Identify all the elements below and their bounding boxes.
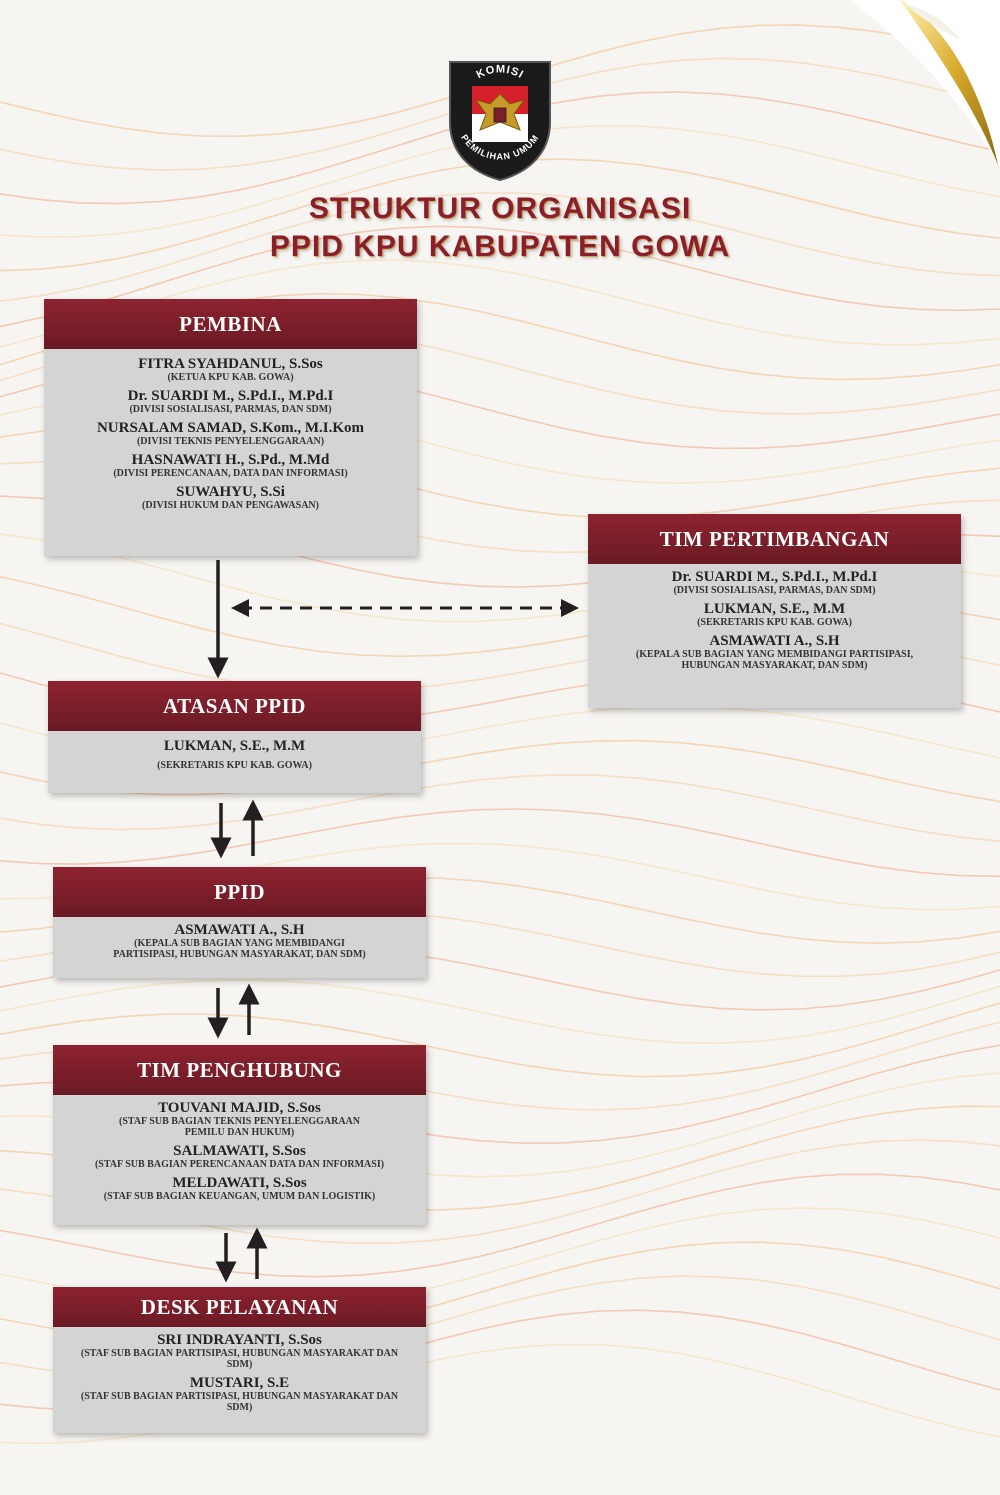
member-item: ASMAWATI A., S.H(KEPALA SUB BAGIAN YANG … <box>618 633 931 672</box>
kpu-logo-icon: KOMISI PEMILIHAN UMUM <box>449 61 551 182</box>
member-name: ASMAWATI A., S.H <box>709 633 840 649</box>
atasan-ppid-members: LUKMAN, S.E., M.M (SEKRETARIS KPU KAB. GO… <box>48 731 421 772</box>
tim-pertimbangan-heading: TIM PERTIMBANGAN <box>588 514 961 564</box>
member-item: NURSALAM SAMAD, S.Kom., M.I.Kom(DIVISI T… <box>44 420 417 448</box>
member-item: Dr. SUARDI M., S.Pd.I., M.Pd.I(DIVISI SO… <box>618 569 931 597</box>
pembina-box: PEMBINA FITRA SYAHDANUL, S.Sos(KETUA KPU… <box>44 299 417 556</box>
tim-penghubung-heading: TIM PENGHUBUNG <box>53 1045 426 1095</box>
member-role: (STAF SUB BAGIAN TEKNIS PENYELENGGARAAN … <box>119 1116 360 1138</box>
member-name: LUKMAN, S.E., M.M <box>163 738 306 754</box>
pembina-heading: PEMBINA <box>44 299 417 349</box>
page-title-line1: STRUKTUR ORGANISASI <box>308 192 692 225</box>
tim-pertimbangan-box: TIM PERTIMBANGAN Dr. SUARDI M., S.Pd.I.,… <box>588 514 961 708</box>
member-item: MELDAWATI, S.Sos(STAF SUB BAGIAN KEUANGA… <box>65 1175 414 1203</box>
member-role: (DIVISI HUKUM DAN PENGAWASAN) <box>142 500 319 511</box>
member-item: HASNAWATI H., S.Pd., M.Md(DIVISI PERENCA… <box>44 452 417 480</box>
member-role: (STAF SUB BAGIAN PARTISIPASI, HUBUNGAN M… <box>80 1391 399 1413</box>
member-item: MUSTARI, S.E(STAF SUB BAGIAN PARTISIPASI… <box>65 1375 414 1414</box>
member-role: (DIVISI SOSIALISASI, PARMAS, DAN SDM) <box>129 404 332 415</box>
tim-penghubung-members: TOUVANI MAJID, S.Sos(STAF SUB BAGIAN TEK… <box>53 1095 426 1203</box>
background-wave-line <box>0 978 1000 1045</box>
member-role: (SEKRETARIS KPU KAB. GOWA) <box>157 760 312 771</box>
tim-penghubung-box: TIM PENGHUBUNG TOUVANI MAJID, S.Sos(STAF… <box>53 1045 426 1225</box>
background-wave-line <box>0 192 1000 303</box>
ppid-box: PPID ASMAWATI A., S.H(KEPALA SUB BAGIAN … <box>53 867 426 978</box>
desk-pelayanan-heading: DESK PELAYANAN <box>53 1287 426 1327</box>
pembina-members: FITRA SYAHDANUL, S.Sos(KETUA KPU KAB. GO… <box>44 349 417 512</box>
member-role: (DIVISI SOSIALISASI, PARMAS, DAN SDM) <box>673 585 876 596</box>
background-wave-line <box>0 1173 1000 1278</box>
member-item: FITRA SYAHDANUL, S.Sos(KETUA KPU KAB. GO… <box>44 356 417 384</box>
member-role: (DIVISI PERENCANAAN, DATA DAN INFORMASI) <box>113 468 348 479</box>
page-title-line2: PPID KPU KABUPATEN GOWA <box>269 230 731 263</box>
member-name: NURSALAM SAMAD, S.Kom., M.I.Kom <box>96 420 365 436</box>
member-name: SALMAWATI, S.Sos <box>173 1143 306 1159</box>
background-wave-line <box>0 1343 1000 1445</box>
member-role: (DIVISI TEKNIS PENYELENGGARAAN) <box>136 436 325 447</box>
background-wave-line <box>0 739 1000 803</box>
member-item: ASMAWATI A., S.H(KEPALA SUB BAGIAN YANG … <box>103 922 376 961</box>
member-role: (KETUA KPU KAB. GOWA) <box>167 372 294 383</box>
member-name: MUSTARI, S.E <box>189 1375 290 1391</box>
member-name: SUWAHYU, S.Si <box>176 484 285 500</box>
background-wave-line <box>0 773 1000 843</box>
member-name: LUKMAN, S.E., M.M <box>703 601 846 617</box>
member-name: TOUVANI MAJID, S.Sos <box>158 1100 321 1116</box>
atasan-ppid-box: ATASAN PPID LUKMAN, S.E., M.M (SEKRETARIS… <box>48 681 421 793</box>
member-item: TOUVANI MAJID, S.Sos(STAF SUB BAGIAN TEK… <box>65 1100 414 1139</box>
member-name: MELDAWATI, S.Sos <box>172 1175 307 1191</box>
background-wave-line <box>0 808 1000 878</box>
member-role: (STAF SUB BAGIAN PERENCANAAN DATA DAN IN… <box>94 1159 385 1170</box>
tim-pertimbangan-members: Dr. SUARDI M., S.Pd.I., M.Pd.I(DIVISI SO… <box>588 564 961 672</box>
background-wave-line <box>0 1002 1000 1078</box>
member-item: LUKMAN, S.E., M.M(SEKRETARIS KPU KAB. GO… <box>618 601 931 629</box>
member-name: SRI INDRAYANTI, S.Sos <box>157 1332 322 1348</box>
member-item: SRI INDRAYANTI, S.Sos(STAF SUB BAGIAN PA… <box>65 1332 414 1371</box>
member-name: Dr. SUARDI M., S.Pd.I., M.Pd.I <box>671 569 878 585</box>
ppid-heading: PPID <box>53 867 426 917</box>
member-role: (KEPALA SUB BAGIAN YANG MEMBIDANGI PARTI… <box>635 649 914 671</box>
member-item: Dr. SUARDI M., S.Pd.I., M.Pd.I(DIVISI SO… <box>44 388 417 416</box>
member-role: (KEPALA SUB BAGIAN YANG MEMBIDANGI PARTI… <box>113 938 366 960</box>
background-wave-line <box>0 225 1000 328</box>
member-role: (SEKRETARIS KPU KAB. GOWA) <box>697 617 852 628</box>
member-item: LUKMAN, S.E., M.M (SEKRETARIS KPU KAB. GO… <box>48 738 421 772</box>
desk-pelayanan-box: DESK PELAYANAN SRI INDRAYANTI, S.Sos(STA… <box>53 1287 426 1433</box>
member-name: ASMAWATI A., S.H <box>174 922 305 938</box>
desk-pelayanan-members: SRI INDRAYANTI, S.Sos(STAF SUB BAGIAN PA… <box>53 1327 426 1414</box>
member-role: (STAF SUB BAGIAN KEUANGAN, UMUM DAN LOGI… <box>103 1191 376 1202</box>
member-name: HASNAWATI H., S.Pd., M.Md <box>131 452 330 468</box>
member-item: SALMAWATI, S.Sos(STAF SUB BAGIAN PERENCA… <box>65 1143 414 1171</box>
member-item: SUWAHYU, S.Si(DIVISI HUKUM DAN PENGAWASA… <box>44 484 417 512</box>
page-curl-icon <box>850 0 1000 165</box>
ppid-members: ASMAWATI A., S.H(KEPALA SUB BAGIAN YANG … <box>53 917 426 961</box>
member-name: Dr. SUARDI M., S.Pd.I., M.Pd.I <box>127 388 334 404</box>
atasan-ppid-heading: ATASAN PPID <box>48 681 421 731</box>
member-name: FITRA SYAHDANUL, S.Sos <box>138 356 323 372</box>
member-role: (STAF SUB BAGIAN PARTISIPASI, HUBUNGAN M… <box>80 1348 399 1370</box>
